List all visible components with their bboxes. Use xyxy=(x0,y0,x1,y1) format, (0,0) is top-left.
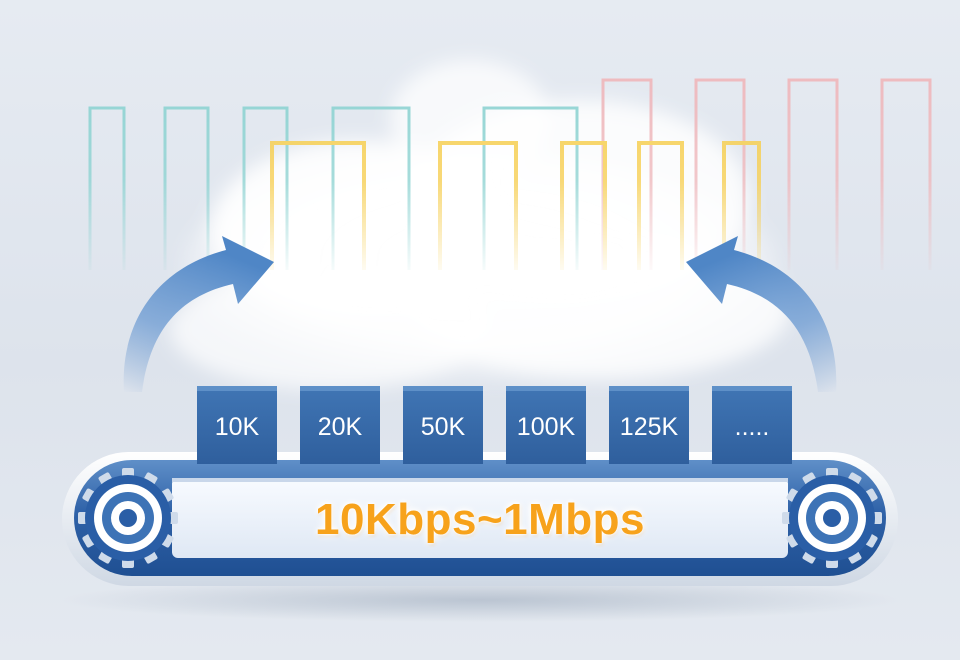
waveform-teal xyxy=(88,106,579,270)
rate-block-125k: 125K xyxy=(609,386,689,464)
rate-block-50k: 50K xyxy=(403,386,483,464)
rate-block-10k: 10K xyxy=(197,386,277,464)
rate-range-label: 10Kbps~1Mbps xyxy=(315,495,645,544)
conveyor-belt xyxy=(62,452,898,586)
waveform-pink xyxy=(601,78,932,270)
rate-block-100k: 100K xyxy=(506,386,586,464)
waveform-yellow xyxy=(270,141,761,270)
rate-block-20k: 20K xyxy=(300,386,380,464)
rate-block-more: ..... xyxy=(712,386,792,464)
gear-icon xyxy=(782,468,882,568)
conveyor-shadow xyxy=(60,578,900,622)
curved-arrow-icon xyxy=(123,236,274,392)
curved-arrow-icon xyxy=(686,236,837,392)
cloud-backdrop xyxy=(170,60,790,390)
gear-icon xyxy=(78,468,178,568)
signal-waveforms xyxy=(88,78,932,270)
